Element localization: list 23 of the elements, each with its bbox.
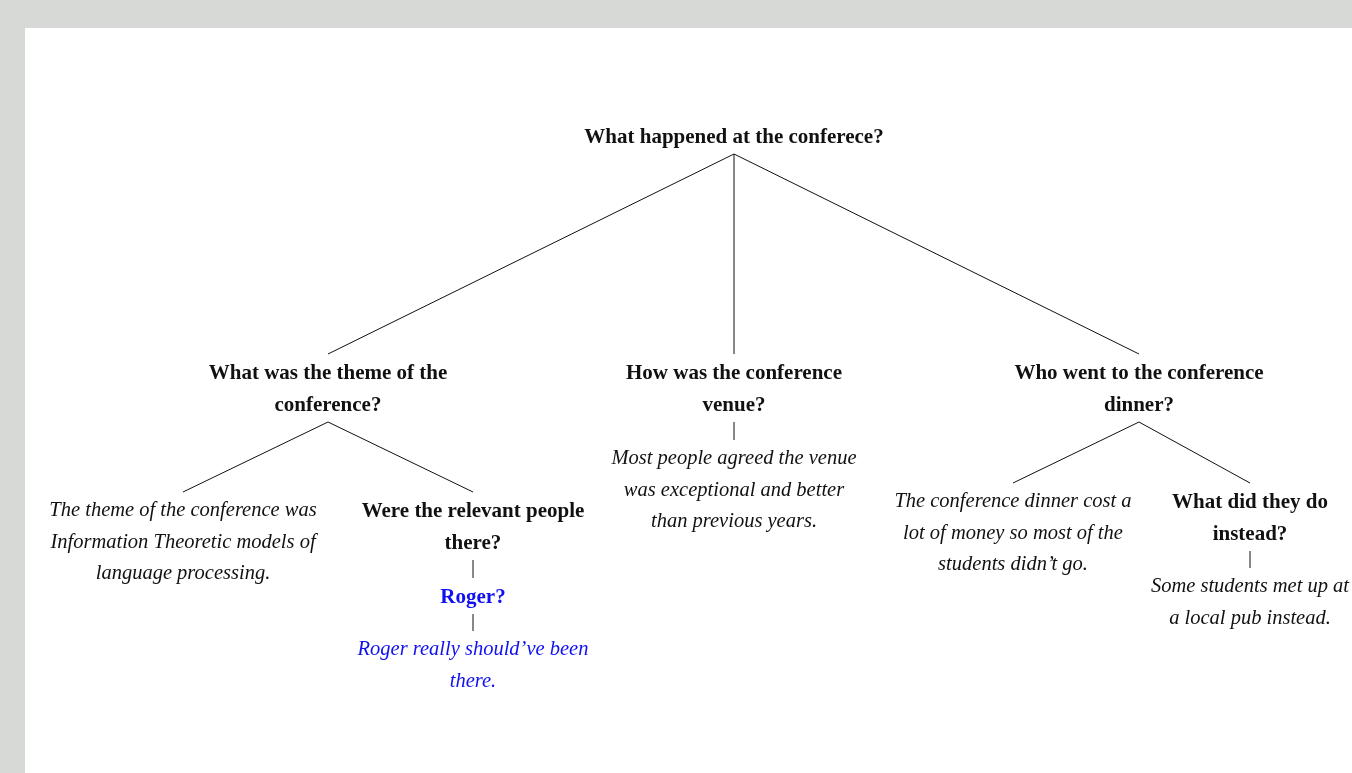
answer-text: The conference dinner cost a lot of money so most of the students didn’t go. [893,488,1133,577]
connector-line [733,153,735,355]
connector-line [1012,421,1140,484]
question-text: Were the relevant people there? [360,497,586,556]
connector-line [1249,550,1251,569]
answer-text: Most people agreed the venue was exceptional and better than previous years. [610,445,858,534]
answer-text: Some students met up at a local pub instead. [1150,573,1350,631]
connector-line [733,153,1140,355]
answer-text: The theme of the conference was Information Theoretic models of language processing. [48,497,319,586]
answer-text: Roger really should’ve been there. [356,636,590,693]
question-text: Who went to the conference dinner? [1013,359,1265,418]
question-text: What was the theme of the conference? [207,359,449,418]
question-text: What happened at the conferece? [583,123,885,150]
question-text: What did they do instead? [1171,488,1329,547]
connector-line [327,421,474,493]
connector-line [327,153,735,355]
question-text: How was the conference venue? [625,359,843,418]
connector-line [182,421,329,493]
connector-line [472,613,474,632]
question-text: Roger? [439,583,507,610]
connector-line [472,559,474,579]
connector-line [733,421,735,441]
connector-line [1138,421,1251,484]
